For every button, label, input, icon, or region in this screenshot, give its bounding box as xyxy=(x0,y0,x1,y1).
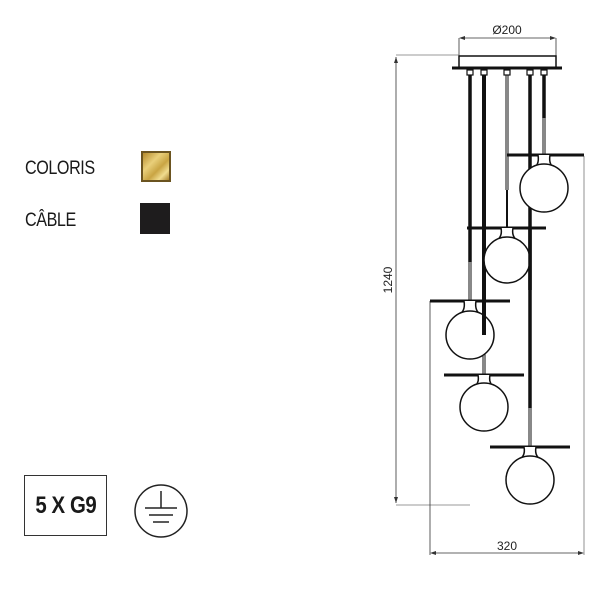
width-text: 320 xyxy=(497,539,517,553)
bulb-spec-box: 5 X G9 xyxy=(24,475,107,536)
ceiling-canopy xyxy=(452,55,562,76)
pendant-1 xyxy=(507,153,584,213)
bulb-spec-text: 5 X G9 xyxy=(35,491,96,519)
canopy-dimension: Ø200 xyxy=(458,23,557,57)
finish-color-swatch xyxy=(141,151,171,182)
height-dimension: 1240 xyxy=(381,54,470,506)
cable-label: CÂBLE xyxy=(25,210,76,231)
pendant-4 xyxy=(444,373,524,432)
width-dimension: 320 xyxy=(429,156,585,555)
cable-color-swatch xyxy=(140,203,170,234)
protective-earth-icon xyxy=(134,484,188,538)
coloris-label: COLORIS xyxy=(25,158,95,179)
canopy-diameter-text: Ø200 xyxy=(492,23,522,37)
pendant-5 xyxy=(490,445,570,505)
pendant-2 xyxy=(467,226,546,284)
height-text: 1240 xyxy=(381,266,395,293)
pendant-3 xyxy=(430,299,510,360)
